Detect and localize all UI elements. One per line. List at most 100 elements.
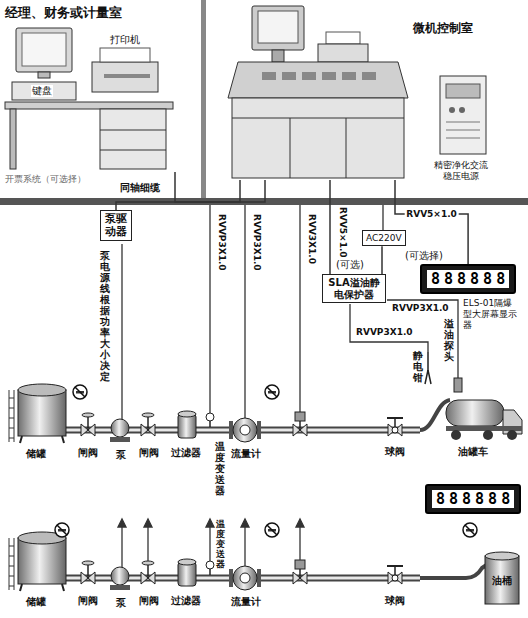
control-console-art [232, 98, 404, 178]
pipeline-1 [9, 384, 420, 443]
signal-wire [382, 205, 383, 230]
tanker-truck [451, 430, 461, 440]
part-label: 泵 [116, 449, 126, 461]
control-console-art [282, 72, 296, 80]
signal-arrow [206, 519, 214, 527]
part-label: 开票系统（可选择） [5, 174, 86, 185]
signal-arrow [209, 526, 210, 561]
control-console-art [290, 118, 291, 178]
node-text: 泵驱动器 [104, 213, 128, 238]
office-computer [22, 33, 66, 66]
static-clamp [425, 352, 431, 384]
signal-arrow [244, 526, 245, 566]
office-computer [16, 28, 72, 72]
power-supply-art [449, 107, 455, 113]
control-console-art [232, 118, 404, 119]
part-label: 静电钳 [413, 350, 423, 383]
control-console-art [262, 72, 276, 80]
signal-arrow [147, 526, 148, 561]
cable-spec: RVVP3X1.0 [216, 214, 227, 271]
part-label: (可选) [336, 259, 364, 271]
overfill-probe [454, 378, 462, 392]
cable-connector [175, 172, 265, 202]
part-label: RVVP3X1.0 [356, 327, 413, 338]
control-console-art [322, 72, 336, 80]
power-supply-art [446, 84, 480, 98]
part-label: 溢油探头 [444, 318, 454, 362]
power-supply-cabinet: 精密净化交流稳压电源 [430, 70, 492, 182]
signal-arrow [118, 519, 304, 567]
power-supply-art [446, 138, 480, 139]
part-label: 球阀 [385, 446, 405, 458]
office-computer [100, 150, 166, 151]
no-smoking-sign [73, 385, 87, 399]
tanker-truck [507, 430, 517, 440]
static-clamp [425, 352, 431, 384]
part-label: 流量计 [231, 448, 261, 460]
power-supply-art [440, 76, 486, 154]
control-console-art [362, 72, 376, 80]
part-label: 过滤器 [171, 447, 201, 459]
control-console: 微机控制室 [225, 4, 410, 180]
part-label: 油罐车 [458, 446, 488, 458]
protector-box: SLA溢油静电保护器 [322, 274, 386, 303]
signal-arrow [296, 519, 304, 527]
control-console-art [346, 118, 347, 178]
part-label: 过滤器 [171, 595, 201, 607]
power-supply-art [440, 76, 486, 154]
office-computer [5, 28, 173, 169]
part-label: 闸阀 [78, 447, 98, 459]
part-label: 温度变送器 [216, 520, 225, 569]
power-supply-art [446, 122, 480, 123]
signal-arrow [241, 519, 249, 527]
tanker-truck [420, 400, 450, 430]
control-console-art [228, 62, 408, 98]
node-text: AC220V [366, 233, 402, 243]
cable-spec: RVV5×1.0 [337, 207, 348, 258]
part-label: 键盘 [31, 85, 53, 97]
control-console-art [342, 72, 356, 80]
part-label: 储罐 [26, 596, 46, 608]
part-label: RVVP3X1.0 [392, 303, 449, 314]
cable-connector [116, 180, 240, 210]
signal-arrow [144, 519, 152, 527]
wall [201, 0, 206, 198]
node-heading: 微机控制室 [413, 20, 473, 37]
oil-drum [485, 552, 519, 560]
oil-drum [485, 556, 519, 604]
part-label: 泵电源线根据功率大小决定 [100, 250, 110, 382]
node-text: 888888 [427, 270, 509, 288]
part-label: 储罐 [26, 448, 46, 460]
part-label: 闸阀 [139, 447, 159, 459]
office-computer [100, 109, 166, 169]
control-console-art [326, 32, 360, 44]
part-label: 温度变送器 [215, 441, 225, 496]
part-label: 同轴细缆 [120, 182, 160, 194]
tanker-truck [483, 430, 493, 440]
signal-arrow [299, 526, 300, 560]
signal-wire [244, 205, 245, 418]
control-console-art [302, 72, 316, 80]
part-label: 油桶 [492, 575, 512, 587]
part-label: 泵 [116, 597, 126, 609]
office-computer [10, 109, 16, 169]
office-computer [104, 74, 150, 78]
signal-arrow [121, 526, 122, 567]
control-console-art [258, 11, 298, 43]
signal-wire [209, 205, 210, 413]
overfill-probe [454, 378, 462, 392]
part-label: (可选择) [405, 250, 443, 262]
office-computer [92, 62, 158, 92]
part-label: 球阀 [385, 595, 405, 607]
part-label: 闸阀 [78, 595, 98, 607]
signal-wire [121, 244, 122, 419]
cable-connector [329, 180, 331, 274]
cable-connector [395, 180, 468, 264]
signal-wire [299, 205, 300, 412]
pipeline-2 [9, 532, 420, 591]
tanker-truck [420, 400, 522, 440]
power-tag-box: AC220V [362, 230, 406, 246]
pump-driver-box: 泵驱动器 [100, 210, 132, 241]
